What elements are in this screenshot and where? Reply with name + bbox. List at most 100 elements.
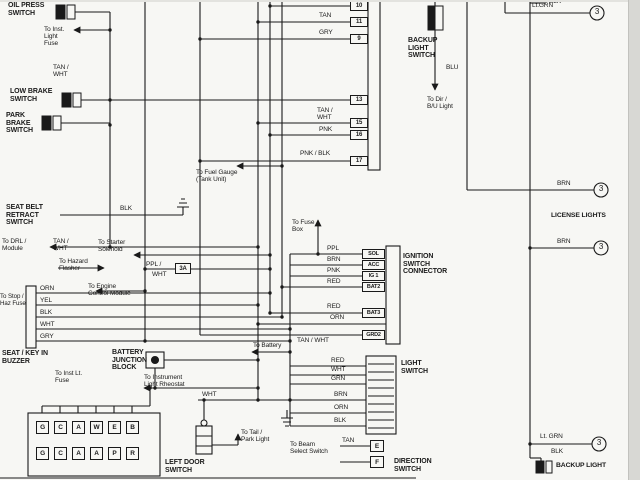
connector-grid-cell-r1c2: C: [54, 421, 67, 434]
blk-light-switch-wire-label: BLK: [334, 417, 346, 424]
ground-symbols: [177, 198, 293, 427]
lt-grn-top-right-wire-label: Lt.GRN: [532, 2, 554, 9]
bulb-designator-2: 3: [598, 184, 604, 193]
license-lights-label: LICENSE LIGHTS: [551, 212, 606, 219]
light-switch-label: LIGHT SWITCH: [401, 360, 429, 375]
orn-light-switch-wire-label: ORN: [334, 404, 349, 411]
connector-grid-cell-r2c1: G: [36, 447, 49, 460]
connector-grid-cell-r2c2: C: [54, 447, 67, 460]
license-lamp-bulb-icon: [593, 182, 609, 198]
connector-grid-cell-r1c1: G: [36, 421, 49, 434]
to-inst-lt-fuse-note: To Inst Lt. Fuse: [55, 370, 83, 385]
left-door-switch-symbol: [195, 419, 213, 455]
tan-light-switch-wire-label: TAN: [342, 437, 355, 444]
switch-icons: [41, 4, 553, 474]
wire-runs: [0, 0, 594, 479]
light-switch-pin-e: E: [370, 440, 384, 452]
c100-pin-10: 10: [350, 1, 368, 11]
back-up-light-switch-icon: [427, 5, 444, 31]
c100-pin-13: 13: [350, 95, 368, 105]
to-battery-note: To Battery: [253, 342, 282, 349]
ignition-pin-bat2: BAT2: [362, 282, 385, 292]
junction-dots: [108, 4, 532, 446]
orn-buzzer-wire-label: ORN: [40, 285, 55, 292]
ignition-pin-sol: SOL: [362, 249, 385, 259]
light-switch-pin-f: F: [370, 456, 384, 468]
connector-grid-cell-r2c6: R: [126, 447, 139, 460]
lt-grn-backup-wire-label: Lt. GRN: [540, 433, 563, 440]
brn-light-switch-wire-label: BRN: [334, 391, 348, 398]
backup-lamp-bulb-icon: [591, 436, 607, 452]
blu-wire-label: BLU: [446, 64, 459, 71]
connector-grid-cell-r2c5: P: [108, 447, 121, 460]
backup-light-switch-label: BACKUP LIGHT SWITCH: [408, 37, 438, 60]
battery-junction-block-symbol: [145, 351, 165, 369]
scan-artifact-right-edge: [628, 0, 640, 480]
c100-pin-16: 16: [350, 130, 368, 140]
to-stop-haz-fuse-note: To Stop / Haz Fuse: [0, 293, 26, 307]
tail-light-ground-icon: [281, 410, 293, 427]
low-brake-switch-label: LOW BRAKE SWITCH: [10, 88, 53, 103]
connector-grid-cell-r2c3: A: [72, 447, 85, 460]
seat-key-in-buzzer-label: SEAT / KEY IN BUZZER: [2, 350, 48, 365]
ignition-pin-ig1: IG 1: [362, 271, 385, 281]
brn-license-1-wire-label: BRN: [557, 180, 571, 187]
connector-grid-cell-r1c4: W: [90, 421, 103, 434]
c100-pin-17: 17: [350, 156, 368, 166]
wht-rheostat-wire-label: WHT: [202, 391, 217, 398]
inline-fuse-3a: 3A: [175, 263, 191, 274]
bulb-symbols: [589, 5, 609, 452]
seat-belt-retract-switch-label: SEAT BELT RETRACT SWITCH: [6, 204, 43, 227]
to-drl-module-note: To DRL / Module: [2, 238, 27, 253]
connector-grid-outline: [27, 412, 161, 477]
tan-c100-wire-label: TAN: [319, 12, 332, 19]
ignition-switch-connector-label: IGNITION SWITCH CONNECTOR: [403, 253, 448, 276]
grn-light-switch-wire-label: GRN: [331, 375, 346, 382]
ppl-starter-wire-label: PPL /: [146, 261, 162, 268]
battery-junction-block-label: BATTERY JUNCTION BLOCK: [112, 349, 147, 372]
ignition-pin-acc: ACC: [362, 260, 385, 270]
to-fuel-gauge-note: To Fuel Gauge (Tank Unit): [196, 169, 238, 184]
oil-press-switch-label: OIL PRESS SWITCH: [8, 2, 45, 17]
ignition-pin-bat3: BAT3: [362, 308, 385, 318]
direction-switch-label: DIRECTION SWITCH: [394, 458, 432, 473]
bulb-designator-1: 3: [594, 7, 600, 16]
backup-light-label: BACKUP LIGHT: [556, 462, 607, 469]
red-bat3-wire-label: RED: [327, 303, 341, 310]
ignition-connector-body: [385, 245, 401, 345]
park-brake-switch-icon: [41, 115, 62, 131]
bulb-designator-3: 3: [598, 242, 604, 251]
c100-pin-11: 11: [350, 17, 368, 27]
bulkhead-connector-body: [367, 0, 381, 171]
brn-license-2-wire-label: BRN: [557, 238, 571, 245]
blk-backup-wire-label: BLK: [551, 448, 563, 455]
tan-wht-c100-wire-label: TAN / WHT: [317, 107, 333, 122]
to-beam-select-switch-note: To Beam Select Switch: [290, 441, 328, 456]
red-light-switch-wire-label: RED: [331, 357, 345, 364]
buzzer-connector-strip: [25, 285, 37, 349]
yel-buzzer-wire-label: YEL: [40, 297, 52, 304]
connector-bodies: [25, 0, 401, 477]
to-tail-park-light-note: To Tail / Park Light: [241, 429, 270, 444]
to-instrument-light-rheostat-note: To Instrument Light Rheostat: [144, 374, 185, 389]
to-inst-light-fuse-note: To Inst. Light Fuse: [44, 26, 65, 48]
red-ignition-wire-label: RED: [327, 278, 341, 285]
seat-belt-ground-icon: [177, 198, 189, 215]
park-brake-switch-label: PARK BRAKE SWITCH: [6, 112, 34, 135]
to-engine-control-module-note: To Engine Control Module: [88, 283, 131, 298]
to-starter-solenoid-note: To Starter Solenoid: [98, 239, 126, 254]
blk-top-right-wire-label: BLK: [549, 0, 561, 5]
brn-ignition-wire-label: BRN: [327, 256, 341, 263]
pnk-c100-wire-label: PNK: [319, 126, 333, 133]
c100-pin-9: 9: [350, 34, 368, 44]
left-door-switch-label: LEFT DOOR SWITCH: [165, 459, 205, 474]
ppl-ignition-wire-label: PPL: [327, 245, 339, 252]
bulb-designator-4: 3: [596, 438, 602, 447]
to-fuse-box-note: To Fuse Box: [292, 219, 315, 234]
backup-light-connector-icon: [535, 460, 553, 474]
connector-grid-cell-r1c6: B: [126, 421, 139, 434]
low-brake-switch-icon: [61, 92, 82, 108]
tan-wht-low-brake-label: TAN / WHT: [53, 64, 69, 79]
connector-grid-cell-r1c5: E: [108, 421, 121, 434]
